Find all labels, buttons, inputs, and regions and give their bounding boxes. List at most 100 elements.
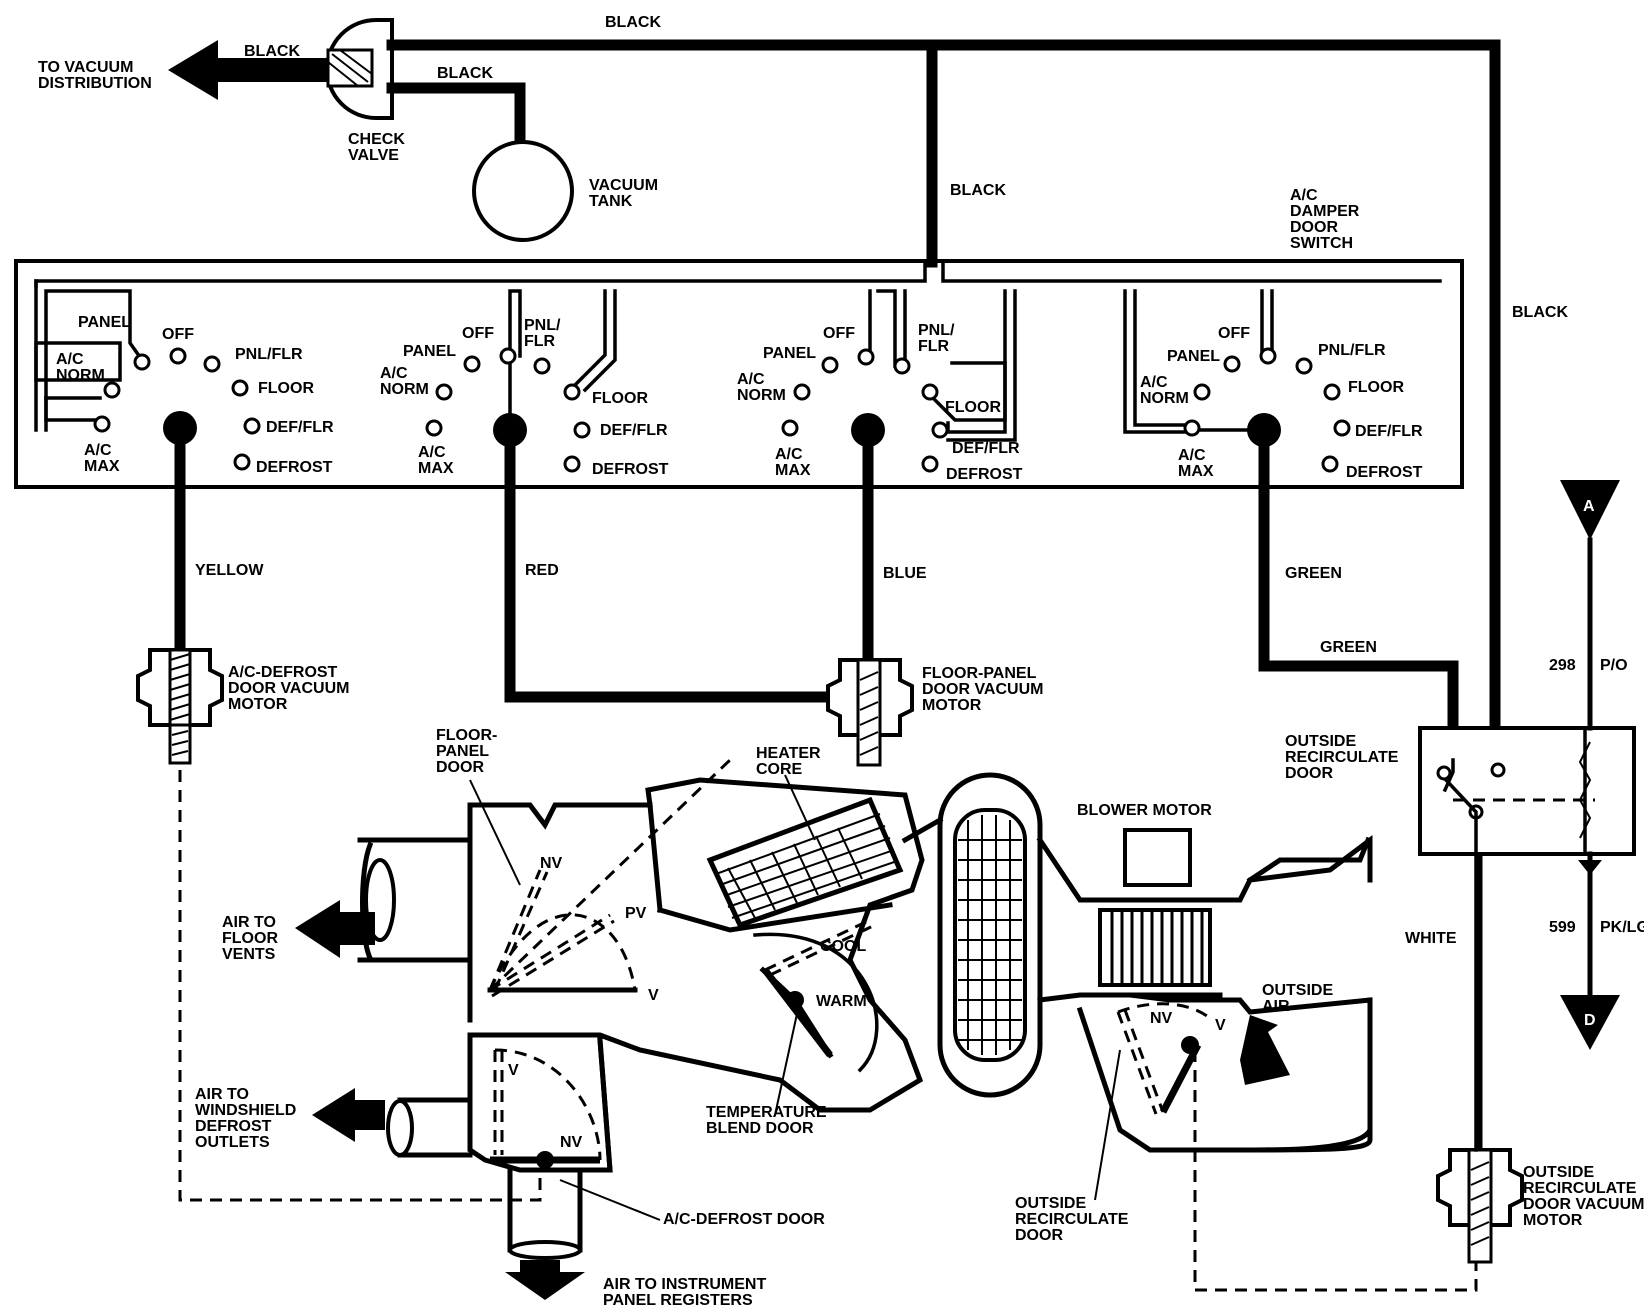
floor-panel-motor-icon: [826, 658, 914, 767]
panel-label: PANEL: [403, 343, 456, 360]
v-label: V: [1215, 1017, 1226, 1034]
off-label: OFF: [462, 325, 494, 342]
v-label: V: [648, 987, 659, 1004]
nv-label: NV: [1150, 1010, 1173, 1027]
panel-label: PANEL: [78, 314, 131, 331]
green-wire-label: GREEN: [1285, 565, 1342, 582]
connector-a-icon: [1560, 480, 1620, 540]
leader-lines: [469, 774, 1121, 1221]
black-wire-label: BLACK: [244, 43, 300, 60]
blower-motor-icon: [1123, 828, 1192, 887]
def-flr-label: DEF/FLR: [266, 419, 334, 436]
off-label: OFF: [162, 326, 194, 343]
black-wire-label: BLACK: [1512, 304, 1568, 321]
black-wire-label: BLACK: [605, 14, 661, 31]
defrost-label: DEFROST: [1346, 464, 1423, 481]
damper-door-switch: [14, 259, 1464, 489]
v-label: V: [508, 1062, 519, 1079]
evaporator-core-icon: [937, 772, 1043, 1098]
def-flr-label: DEF/FLR: [952, 440, 1020, 457]
circuit-298-label: 298: [1549, 657, 1576, 674]
vacuum-hoses: [174, 434, 1483, 1153]
pnl-flr-label: PNL/FLR: [1318, 342, 1386, 359]
floor-label: FLOOR: [258, 380, 314, 397]
connector-d-label: D: [1584, 1012, 1596, 1029]
ac-defrost-door-label: A/C-DEFROST DOOR: [663, 1211, 825, 1228]
ac-defrost-motor-icon: [136, 648, 224, 765]
doors: [178, 758, 1478, 1292]
def-flr-label: DEF/FLR: [1355, 423, 1423, 440]
vacuum-source: [168, 18, 1501, 766]
defrost-label: DEFROST: [946, 466, 1023, 483]
floor-label: FLOOR: [945, 399, 1001, 416]
blower-motor-label: BLOWER MOTOR: [1077, 802, 1212, 819]
connector-d-icon: [1560, 995, 1620, 1050]
floor-label: FLOOR: [1348, 379, 1404, 396]
yellow-wire-label: YELLOW: [195, 562, 264, 579]
labels: BLACK BLACK BLACK BLACK BLACK YELLOW RED…: [56, 14, 1644, 1151]
po-label: P/O: [1600, 657, 1628, 674]
connector-a-label: A: [1583, 498, 1595, 515]
cool-label: COOL: [820, 938, 866, 955]
outside-recirc-motor-icon: [1436, 1148, 1524, 1264]
pnl-flr-label: PNL/FLR: [524, 317, 561, 350]
black-wire-label: BLACK: [950, 182, 1006, 199]
air-floor-arrow-icon: [295, 900, 375, 958]
air-arrows: [295, 900, 1290, 1300]
defrost-label: DEFROST: [256, 459, 333, 476]
pv-label: PV: [625, 905, 647, 922]
pnl-flr-label: PNL/FLR: [235, 346, 303, 363]
air-windshield-arrow-icon: [312, 1088, 385, 1142]
pklg-label: PK/LG: [1600, 919, 1644, 936]
blue-wire-label: BLUE: [883, 565, 927, 582]
panel-label: PANEL: [1167, 348, 1220, 365]
off-label: OFF: [1218, 325, 1250, 342]
warm-label: WARM: [816, 993, 867, 1010]
red-wire-label: RED: [525, 562, 559, 579]
nv-label: NV: [560, 1134, 583, 1151]
defrost-label: DEFROST: [592, 461, 669, 478]
def-flr-label: DEF/FLR: [600, 422, 668, 439]
vacuum-distribution-arrow-icon: [168, 40, 330, 100]
white-wire-label: WHITE: [1405, 930, 1457, 947]
hvac-case: [357, 772, 1373, 1260]
floor-label: FLOOR: [592, 390, 648, 407]
circuit-599-label: 599: [1549, 919, 1576, 936]
recirc-switch-box: [1418, 480, 1636, 1152]
pnl-flr-label: PNL/FLR: [918, 322, 955, 355]
green-wire-label: GREEN: [1320, 639, 1377, 656]
air-instrument-arrow-icon: [505, 1260, 585, 1300]
nv-label: NV: [540, 855, 563, 872]
switch-panel-box: [14, 259, 1464, 489]
off-label: OFF: [823, 325, 855, 342]
panel-label: PANEL: [763, 345, 816, 362]
heater-core-icon: [706, 796, 904, 929]
outside-air-arrow-icon: [1240, 1015, 1290, 1085]
